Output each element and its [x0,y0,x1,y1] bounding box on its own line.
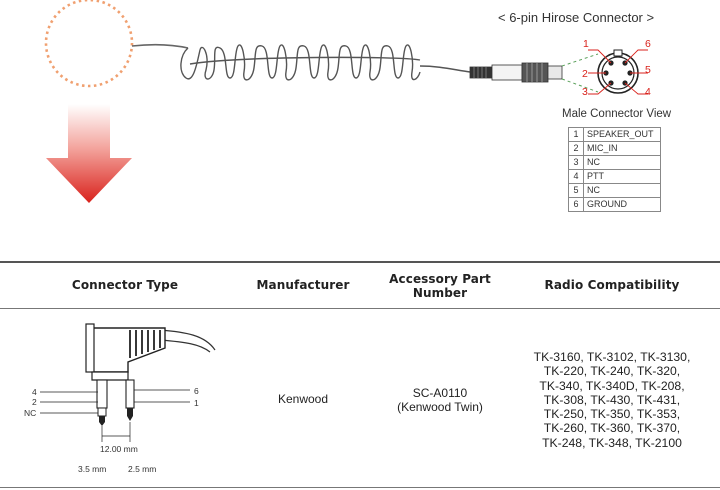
pin-signal: PTT [583,169,661,184]
header-accessory-line2: Number [412,286,468,300]
kenwood-twin-plug-drawing: 4 2 NC 6 1 12.00 mm 3.5 mm 2.5 mm [24,323,216,474]
pin-signal: SPEAKER_OUT [583,127,661,142]
table-bottom-rule [0,487,720,488]
male-connector-view-label: Male Connector View [562,108,672,120]
radio-line: TK-3160, TK-3102, TK-3130, [533,350,691,364]
pin-signal: NC [583,183,661,198]
coiled-cable [180,44,421,81]
pin-number: 4 [568,169,584,184]
header-connector-type: Connector Type [71,278,179,292]
pin-number: 6 [568,197,584,212]
right-pin-label-6: 6 [194,386,199,396]
pin-number: 3 [568,155,584,170]
cable-illustration: 1 2 3 6 5 4 [44,0,651,203]
pin-signal: MIC_IN [583,141,661,156]
detail-circle [44,0,134,88]
pin-label-5: 5 [645,64,651,76]
left-pin-label-2: 2 [32,397,37,407]
right-plug-size-label: 2.5 mm [128,464,156,474]
header-accessory-line1: Accessory Part [389,272,491,286]
table-header-rule [0,308,720,309]
pin-signal: NC [583,155,661,170]
part-description: (Kenwood Twin) [397,400,483,414]
left-pin-label-nc: NC [24,408,36,418]
table-top-rule [0,261,720,263]
left-pin-label-4: 4 [32,387,37,397]
connector-face-icon [597,49,639,94]
pin-label-1: 1 [583,38,589,50]
radio-line: TK-260, TK-360, TK-370, [543,421,681,436]
header-accessory-part-number: Accessory Part Number [380,272,500,300]
pin-label-2: 2 [582,68,588,80]
pin-spacing-label: 12.00 mm [100,444,138,454]
pin-number: 5 [568,183,584,198]
header-manufacturer: Manufacturer [256,278,350,292]
pin-label-6: 6 [645,38,651,50]
pin-signal: GROUND [583,197,661,212]
radio-compatibility-list: TK-3160, TK-3102, TK-3130, TK-220, TK-24… [520,350,704,450]
right-pin-label-1: 1 [194,398,199,408]
radio-line: TK-248, TK-348, TK-2100 [542,435,682,450]
part-number-cell: SC-A0110 (Kenwood Twin) [380,386,500,414]
pin-number: 1 [568,127,584,142]
down-arrow-icon [46,104,132,203]
hirose-plug [469,62,563,83]
radio-line: TK-308, TK-430, TK-431, [543,392,681,407]
left-plug-size-label: 3.5 mm [78,464,106,474]
pin-number: 2 [568,141,584,156]
pin-label-4: 4 [645,86,651,98]
connector-title: < 6-pin Hirose Connector > [498,10,655,25]
part-number: SC-A0110 [412,386,468,400]
radio-line: TK-220, TK-240, TK-320, [543,364,681,379]
manufacturer-cell: Kenwood [277,392,329,406]
header-radio-compatibility: Radio Compatibility [544,278,680,292]
pin-label-3: 3 [582,86,588,98]
radio-line: TK-250, TK-350, TK-353, [543,407,681,422]
radio-line: TK-340, TK-340D, TK-208, [539,378,685,393]
